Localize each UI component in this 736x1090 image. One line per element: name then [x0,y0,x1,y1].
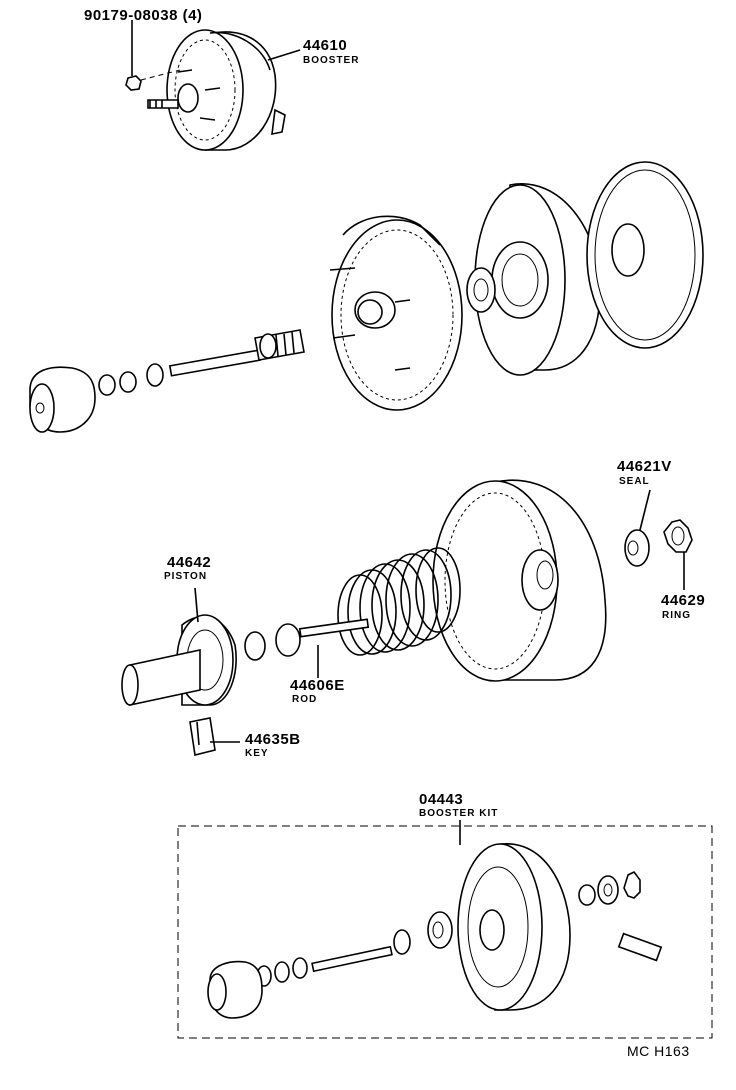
spring [338,548,460,655]
key-part-name: KEY [245,748,269,759]
seal-part-name: SEAL [619,476,650,487]
seal-part-number: 44621V [617,458,672,475]
ring-part [664,520,692,552]
kit-part-name: BOOSTER KIT [419,808,499,819]
rear-shell [467,184,600,375]
kit-small-parts [428,872,661,960]
kit-box [178,826,712,1038]
leader-lines [195,490,684,845]
diagram-code: MC H163 [627,1043,690,1059]
key-part [190,718,215,755]
booster-assembly [148,30,285,150]
kit-part-number: 04443 [419,791,464,808]
leader-booster [268,50,300,60]
rod-part-name: ROD [292,694,318,705]
nut-part-number: 90179-08038 (4) [84,7,203,24]
push-rod-assembly [30,330,304,432]
nut [126,20,180,90]
diaphragm [587,162,703,348]
booster-part-number: 44610 [303,37,348,54]
rod-part [245,619,368,660]
piston-part-number: 44642 [167,554,212,571]
ring-part-number: 44629 [661,592,706,609]
piston-part [122,615,236,705]
ring-part-name: RING [662,610,691,621]
piston-part-name: PISTON [164,571,208,582]
key-part-number: 44635B [245,731,301,748]
rear-housing [433,480,606,681]
rod-part-number: 44606E [290,677,345,694]
booster-part-name: BOOSTER [303,55,360,66]
kit-rod-assembly [208,930,410,1018]
seal-part [625,530,649,566]
front-shell [330,216,462,410]
kit-housing [458,844,570,1010]
